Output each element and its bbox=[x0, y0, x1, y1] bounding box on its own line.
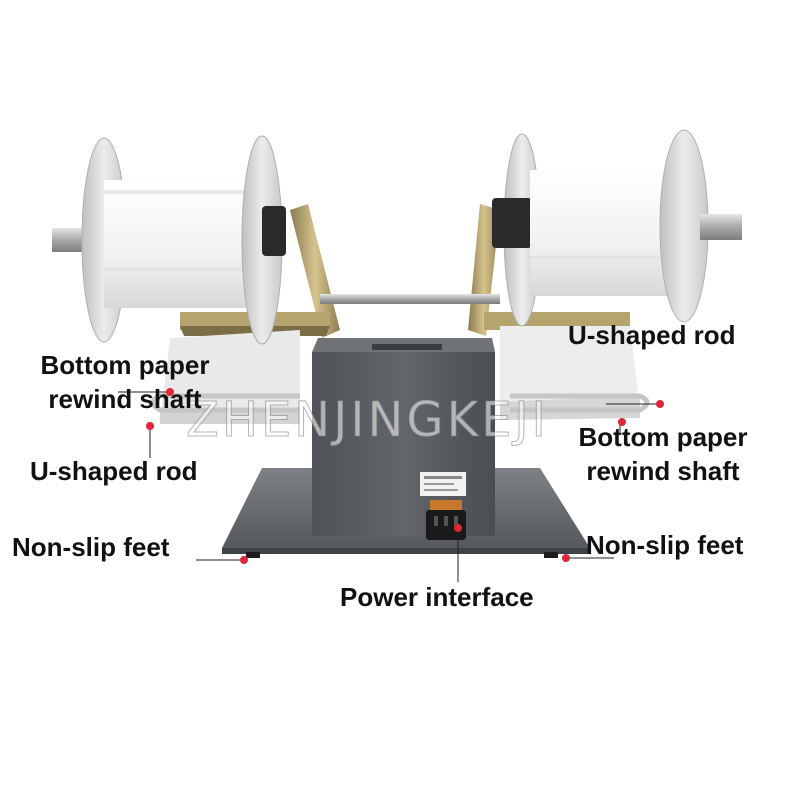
right-rewind-shaft-label-line2: rewind shaft bbox=[586, 456, 740, 486]
left-rewind-shaft-label-line2: rewind shaft bbox=[48, 384, 202, 414]
left-u-shaped-rod bbox=[150, 393, 300, 413]
right-rewind-shaft-label: Bottom paper rewind shaft bbox=[556, 420, 770, 488]
power-socket bbox=[426, 500, 466, 540]
right-feet-label: Non-slip feet bbox=[586, 530, 744, 560]
callout-leaders bbox=[118, 391, 660, 582]
left-rewind-shaft-label-line1: Bottom paper bbox=[40, 350, 210, 380]
right-u-rod-label: U-shaped rod bbox=[568, 320, 736, 350]
non-slip-feet bbox=[246, 552, 558, 558]
left-reel bbox=[52, 135, 286, 345]
watermark: ZHENJINGKEJI bbox=[186, 392, 549, 449]
right-rewind-shaft-label-line1: Bottom paper bbox=[578, 422, 748, 452]
right-reel bbox=[492, 129, 742, 327]
left-u-rod-label: U-shaped rod bbox=[30, 456, 198, 486]
left-rewind-shaft-label: Bottom paper rewind shaft bbox=[18, 348, 232, 416]
power-interface-label: Power interface bbox=[340, 582, 534, 612]
left-feet-label: Non-slip feet bbox=[12, 532, 170, 562]
connecting-shaft bbox=[320, 294, 500, 304]
callout-markers bbox=[146, 388, 664, 564]
right-u-shaped-rod bbox=[510, 393, 650, 413]
left-rewind-plate bbox=[160, 330, 300, 424]
motor-housing bbox=[312, 338, 495, 536]
